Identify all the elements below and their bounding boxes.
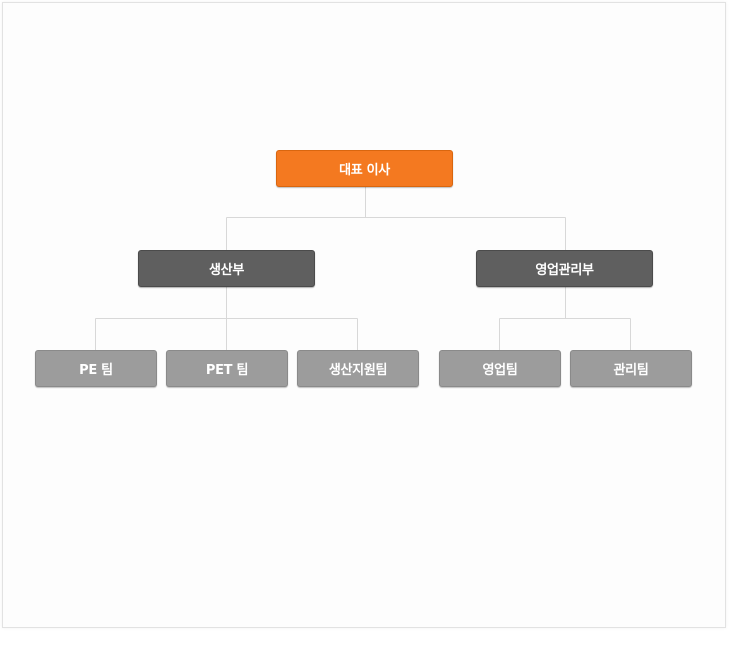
department-node-production: 생산부	[138, 250, 315, 287]
team-node-pe: PE 팀	[35, 350, 157, 387]
department-node-sales-admin: 영업관리부	[476, 250, 653, 287]
team-node-production-support: 생산지원팀	[297, 350, 419, 387]
ceo-node: 대표 이사	[276, 150, 453, 187]
team-node-pet: PET 팀	[166, 350, 288, 387]
org-chart-panel	[2, 2, 726, 628]
team-node-sales: 영업팀	[439, 350, 561, 387]
team-node-admin: 관리팀	[570, 350, 692, 387]
